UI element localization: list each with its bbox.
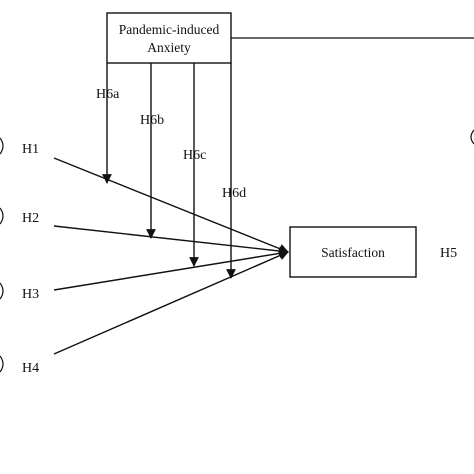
h3-path <box>53 248 289 291</box>
satisfaction-label: Satisfaction <box>321 245 385 260</box>
h2-curl-fragment <box>0 207 4 225</box>
h2-path <box>53 225 289 256</box>
label-h6c: H6c <box>183 148 206 163</box>
label-h2: H2 <box>22 211 39 226</box>
label-h6a: H6a <box>96 87 120 102</box>
label-h5: H5 <box>440 246 457 261</box>
moderator-box <box>106 12 232 64</box>
label-h1: H1 <box>22 142 39 157</box>
h1-path <box>53 157 289 254</box>
moderator-label-line1: Pandemic-induced <box>119 22 220 37</box>
label-h4: H4 <box>22 361 39 376</box>
h1-curl-fragment <box>0 137 4 155</box>
h4-path <box>53 251 289 355</box>
satisfaction-box <box>289 226 417 278</box>
h4-curl-fragment <box>0 355 4 373</box>
moderator-label-line2: Anxiety <box>147 40 191 55</box>
label-h3: H3 <box>22 287 39 302</box>
h3-curl-fragment <box>0 282 4 300</box>
label-h6b: H6b <box>140 113 164 128</box>
label-h6d: H6d <box>222 186 246 201</box>
right-edge-fragment <box>470 129 474 145</box>
